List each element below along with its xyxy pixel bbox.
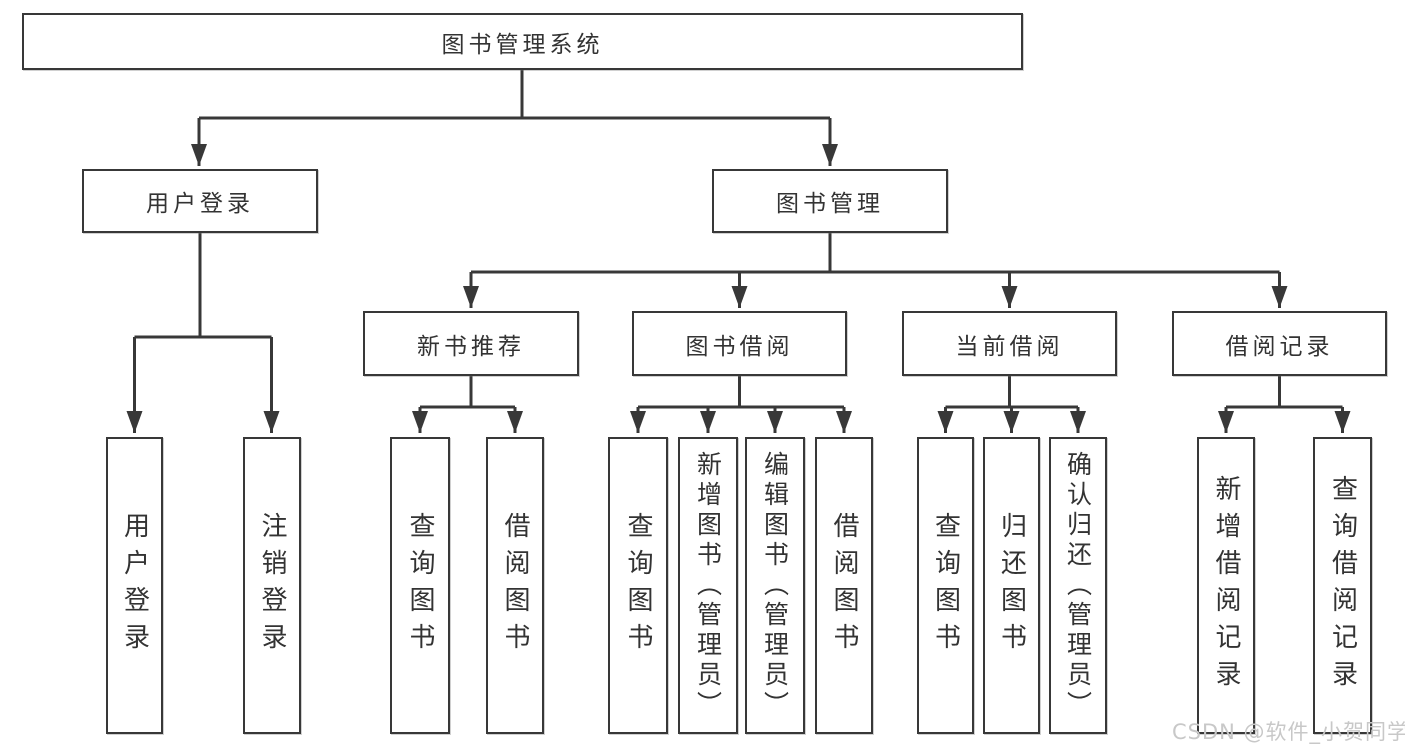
leaf-borrow-books: 借阅图书	[486, 437, 544, 734]
leaf-return-books: 归还图书	[983, 437, 1040, 734]
node-book-borrowing: 图书借阅	[632, 311, 847, 376]
leaf-add-books-admin: 新增图书（管理员）	[678, 437, 738, 734]
leaf-query-books: 查询图书	[608, 437, 668, 734]
node-root-system: 图书管理系统	[22, 13, 1023, 70]
node-borrow-records: 借阅记录	[1172, 311, 1387, 376]
leaf-query-borrow-record: 查询借阅记录	[1313, 437, 1372, 734]
node-book-management: 图书管理	[712, 169, 948, 233]
leaf-user-login: 用户登录	[106, 437, 163, 734]
node-new-book-recommend: 新书推荐	[363, 311, 579, 376]
leaf-logout: 注销登录	[243, 437, 301, 734]
leaf-add-borrow-record: 新增借阅记录	[1197, 437, 1255, 734]
node-user-login: 用户登录	[82, 169, 318, 233]
leaf-confirm-return-admin: 确认归还（管理员）	[1049, 437, 1107, 734]
csdn-watermark: CSDN @软件_小贺同学	[1172, 720, 1405, 744]
leaf-borrow-books: 借阅图书	[815, 437, 873, 734]
leaf-query-books: 查询图书	[917, 437, 974, 734]
leaf-edit-books-admin: 编辑图书（管理员）	[745, 437, 805, 734]
leaf-query-books: 查询图书	[390, 437, 450, 734]
node-current-borrowing: 当前借阅	[902, 311, 1117, 376]
